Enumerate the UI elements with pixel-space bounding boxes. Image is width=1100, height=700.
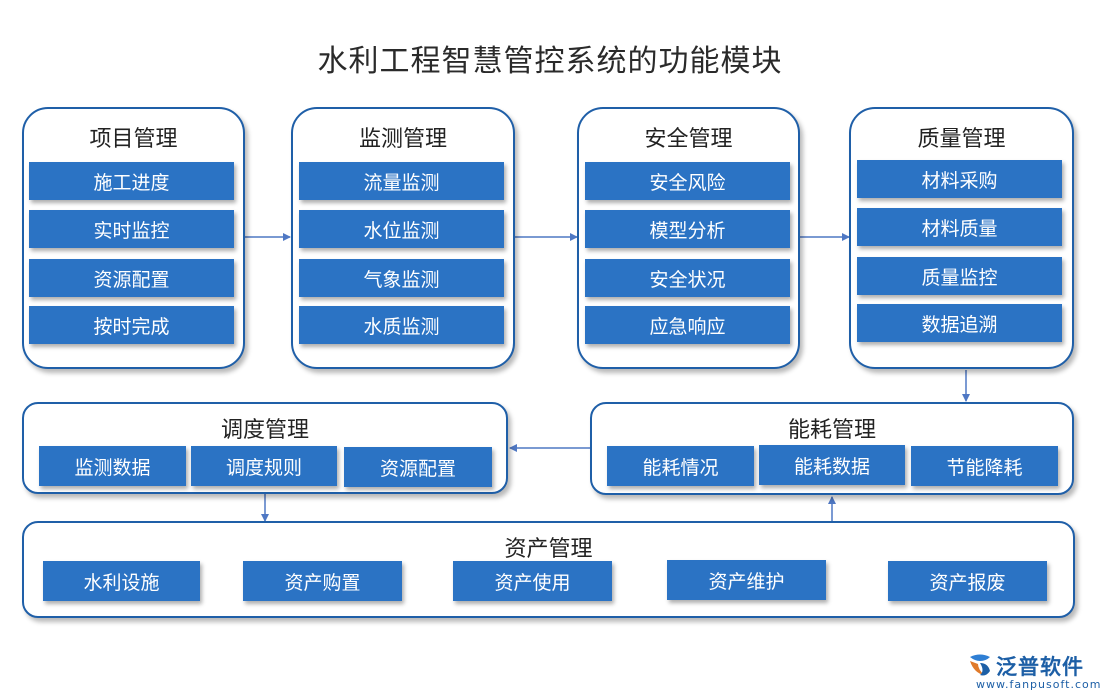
item-construction-progress: 施工进度 bbox=[29, 162, 234, 200]
diagram-title: 水利工程智慧管控系统的功能模块 bbox=[317, 44, 783, 79]
item-asset-maintenance: 资产维护 bbox=[667, 560, 826, 600]
logo-url: www.fanpusoft.com bbox=[976, 678, 1100, 691]
fanpu-logo-icon bbox=[970, 654, 990, 676]
item-weather-monitoring: 气象监测 bbox=[299, 259, 504, 297]
quality-management-panel: 质量管理 材料采购 材料质量 质量监控 数据追溯 bbox=[849, 107, 1074, 369]
safety-management-panel: 安全管理 安全风险 模型分析 安全状况 应急响应 bbox=[577, 107, 800, 369]
item-monitoring-data: 监测数据 bbox=[39, 446, 186, 486]
project-management-title: 项目管理 bbox=[89, 127, 178, 152]
quality-management-title: 质量管理 bbox=[917, 127, 1006, 152]
item-realtime-monitoring: 实时监控 bbox=[29, 210, 234, 248]
energy-management-panel: 能耗管理 能耗情况 能耗数据 节能降耗 bbox=[590, 402, 1074, 495]
item-asset-usage: 资产使用 bbox=[453, 561, 612, 601]
item-safety-status: 安全状况 bbox=[585, 259, 790, 297]
dispatch-management-title: 调度管理 bbox=[220, 418, 309, 443]
logo-name: 泛普软件 bbox=[996, 655, 1084, 679]
item-material-quality: 材料质量 bbox=[857, 208, 1062, 246]
asset-management-panel: 资产管理 水利设施 资产购置 资产使用 资产维护 资产报废 bbox=[22, 521, 1075, 618]
item-asset-scrapping: 资产报废 bbox=[888, 561, 1047, 601]
asset-management-title: 资产管理 bbox=[504, 537, 593, 562]
item-energy-saving: 节能降耗 bbox=[911, 446, 1058, 486]
monitoring-management-title: 监测管理 bbox=[358, 127, 447, 152]
item-energy-consumption-status: 能耗情况 bbox=[607, 446, 754, 486]
safety-management-title: 安全管理 bbox=[644, 127, 733, 152]
item-on-time-completion: 按时完成 bbox=[29, 306, 234, 344]
fanpu-logo: 泛普软件 www.fanpusoft.com bbox=[966, 651, 1100, 697]
item-dispatch-rules: 调度规则 bbox=[191, 446, 337, 486]
item-safety-risk: 安全风险 bbox=[585, 162, 790, 200]
item-water-level-monitoring: 水位监测 bbox=[299, 210, 504, 248]
item-model-analysis: 模型分析 bbox=[585, 210, 790, 248]
item-resource-allocation: 资源配置 bbox=[29, 259, 234, 297]
item-flow-monitoring: 流量监测 bbox=[299, 162, 504, 200]
item-material-procurement: 材料采购 bbox=[857, 160, 1062, 198]
item-energy-consumption-data: 能耗数据 bbox=[759, 445, 905, 485]
item-asset-purchase: 资产购置 bbox=[243, 561, 402, 601]
project-management-panel: 项目管理 施工进度 实时监控 资源配置 按时完成 bbox=[22, 107, 245, 369]
item-quality-monitoring: 质量监控 bbox=[857, 257, 1062, 295]
item-water-facilities: 水利设施 bbox=[43, 561, 200, 601]
dispatch-management-panel: 调度管理 监测数据 调度规则 资源配置 bbox=[22, 402, 508, 494]
item-data-traceability: 数据追溯 bbox=[857, 304, 1062, 342]
item-emergency-response: 应急响应 bbox=[585, 306, 790, 344]
energy-management-title: 能耗管理 bbox=[787, 418, 876, 443]
item-dispatch-resource-allocation: 资源配置 bbox=[344, 447, 492, 487]
item-water-quality-monitoring: 水质监测 bbox=[299, 306, 504, 344]
monitoring-management-panel: 监测管理 流量监测 水位监测 气象监测 水质监测 bbox=[291, 107, 515, 369]
